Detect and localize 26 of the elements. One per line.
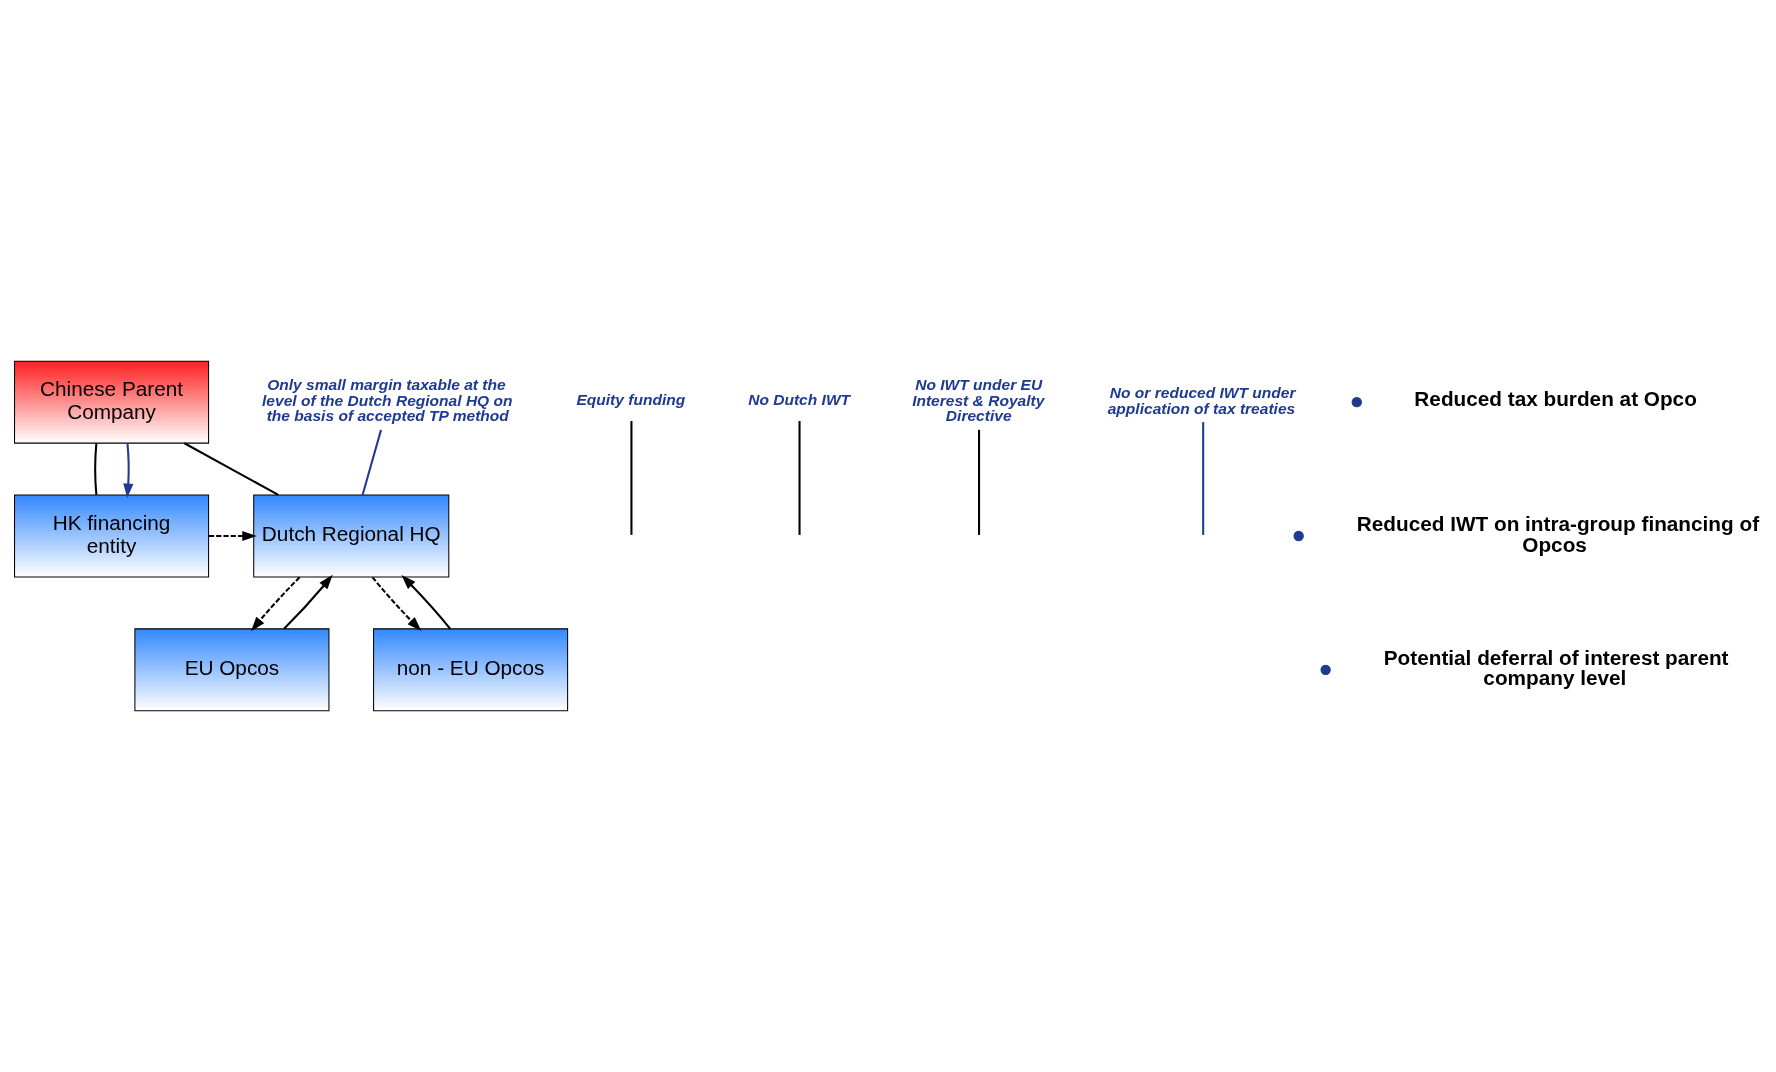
arrow: [371, 576, 422, 632]
node-text: No Dutch IWT: [748, 390, 851, 408]
node-box: Dutch Regional HQ: [253, 494, 450, 578]
arrow: [283, 574, 333, 630]
connector: [630, 420, 633, 535]
node-text: Only small margin taxable at the level of the Dutch Regional HQ on the basis of accepted TP method: [262, 376, 513, 425]
node-box: EU Opcos: [134, 628, 330, 712]
arrow: [251, 576, 301, 632]
node-box: HK financing entity: [14, 494, 210, 578]
node-text: No IWT under EU Interest & Royalty Directive: [912, 376, 1045, 425]
connector: [183, 442, 279, 496]
label: Reduced tax burden at Opco: [1414, 387, 1697, 411]
node-text: Equity funding: [576, 390, 686, 408]
node-text: No or reduced IWT under application of tax treaties: [1107, 383, 1296, 417]
label: Potential deferral of interest parent company level: [1383, 645, 1729, 690]
arrow: [401, 575, 452, 630]
label: Reduced IWT on intra-group financing of Opcos: [1356, 511, 1760, 556]
arrow: [123, 443, 134, 499]
connector: [94, 443, 98, 496]
connector: [798, 420, 801, 535]
connector: [978, 429, 981, 535]
node-box: Chinese Parent Company: [14, 360, 210, 444]
node-box: non - EU Opcos: [373, 628, 569, 712]
arrow: [208, 530, 257, 542]
connector: [361, 429, 383, 496]
connector: [1202, 422, 1205, 535]
